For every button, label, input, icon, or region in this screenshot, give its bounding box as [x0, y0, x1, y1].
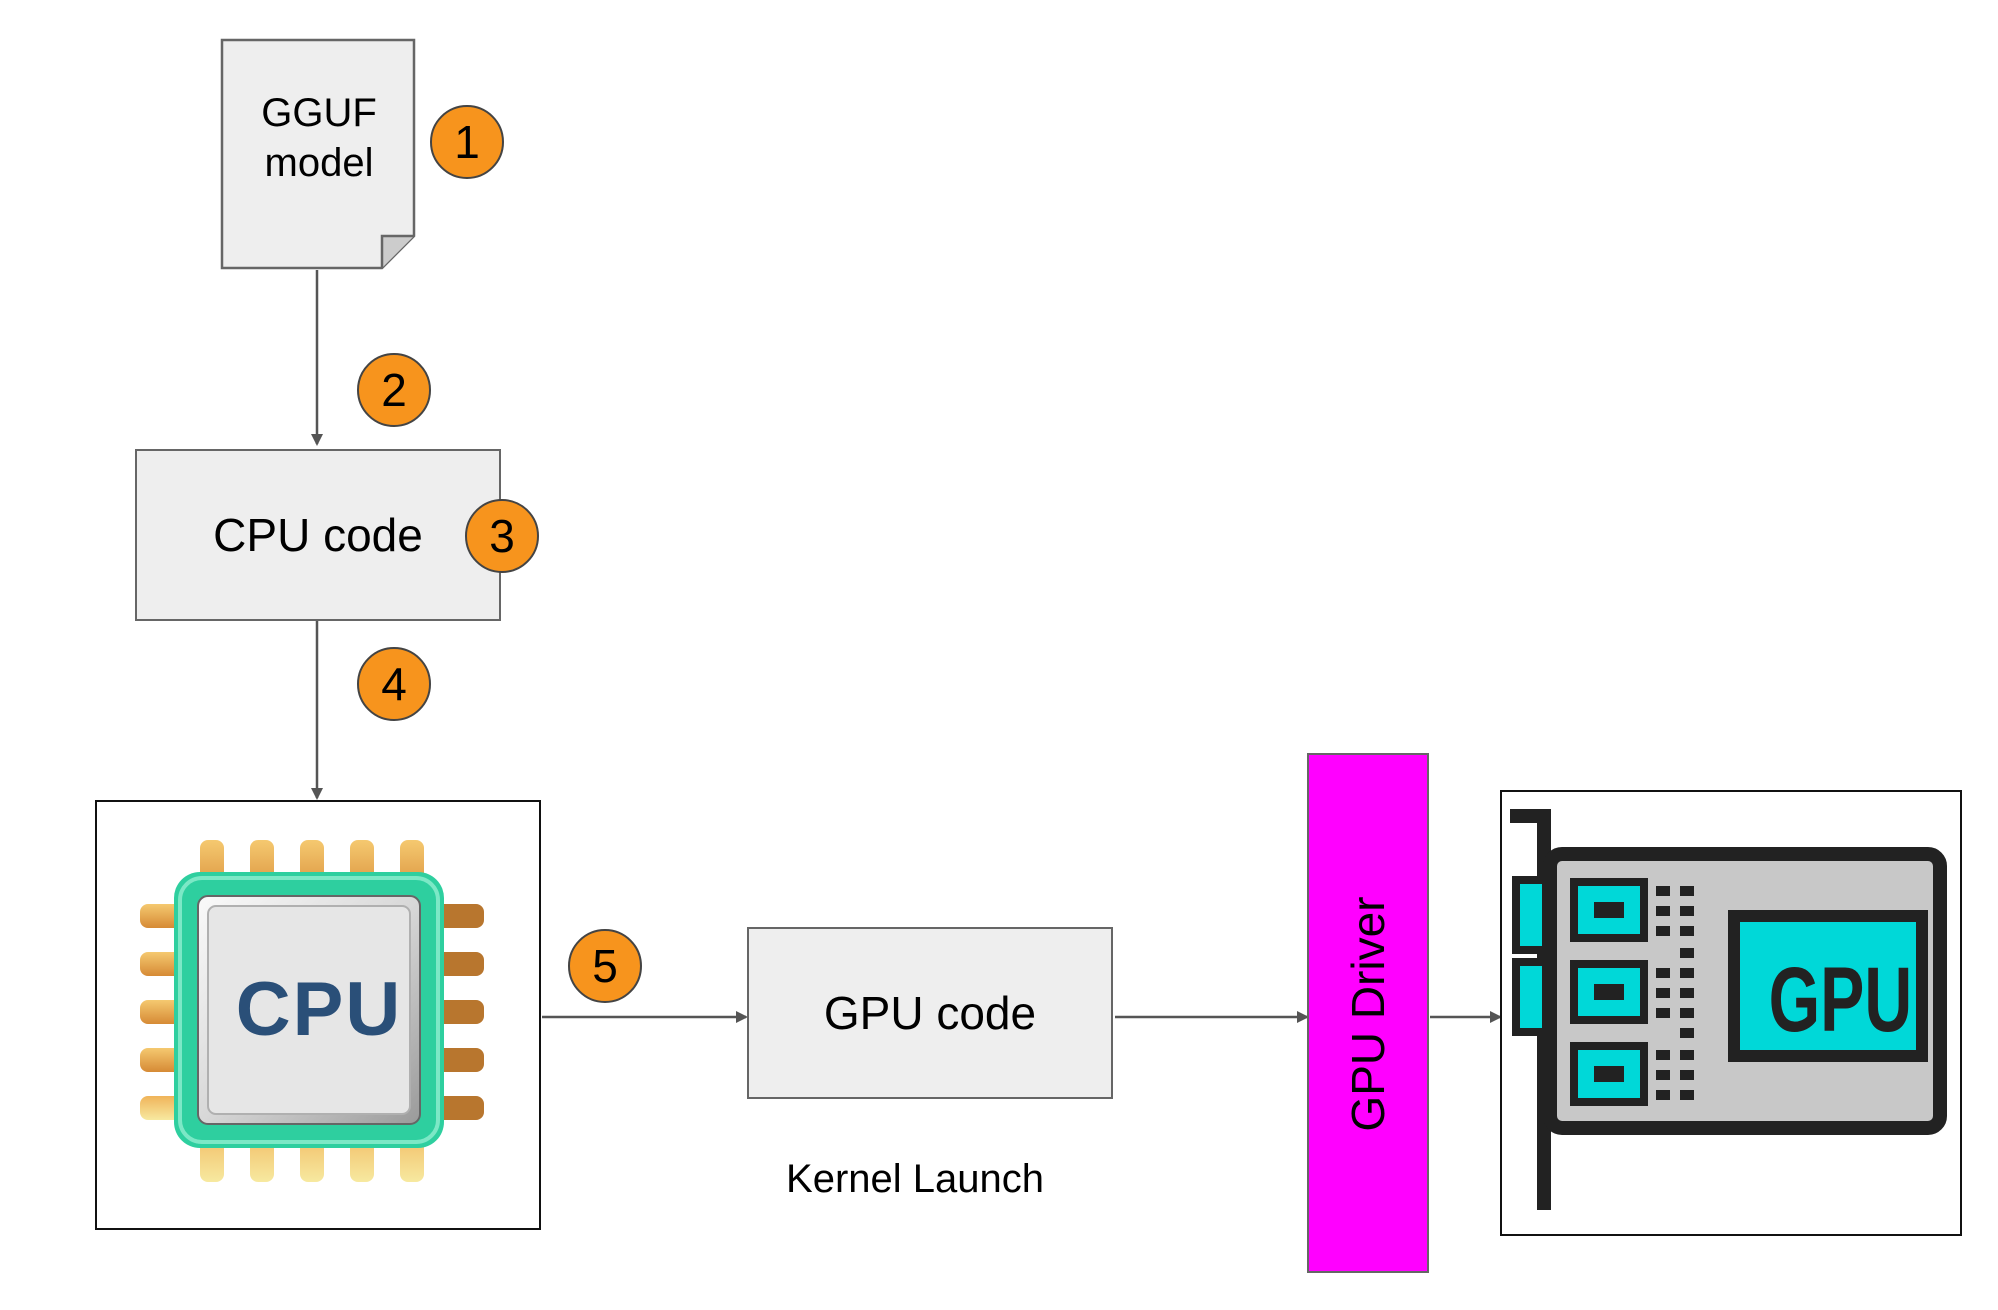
cpu-code-label: CPU code	[213, 509, 423, 561]
cpu-chip-label: CPU	[235, 967, 403, 1052]
gpu-driver-label: GPU Driver	[1342, 896, 1394, 1132]
cpu-chip-icon	[140, 840, 484, 1182]
gpu-driver-node	[1307, 753, 1429, 1273]
gguf-model-node	[220, 38, 416, 270]
kernel-launch-label: Kernel Launch	[786, 1157, 1044, 1201]
gguf-model-line1: GGUF	[261, 91, 377, 135]
step-badge-3: 3	[465, 499, 539, 573]
step-badge-5: 5	[568, 929, 642, 1003]
gpu-code-label: GPU code	[823, 987, 1037, 1039]
gguf-model-label: GGUF model	[222, 88, 416, 188]
gpu-card-label: GPU	[1768, 949, 1913, 1051]
step-badge-2: 2	[357, 353, 431, 427]
gguf-model-line2: model	[264, 141, 374, 185]
gpu-code-node	[747, 927, 1113, 1099]
document-icon	[220, 38, 416, 270]
step-badge-1: 1	[430, 105, 504, 179]
gpu-card-icon	[1510, 809, 1947, 1210]
step-badge-4: 4	[357, 647, 431, 721]
